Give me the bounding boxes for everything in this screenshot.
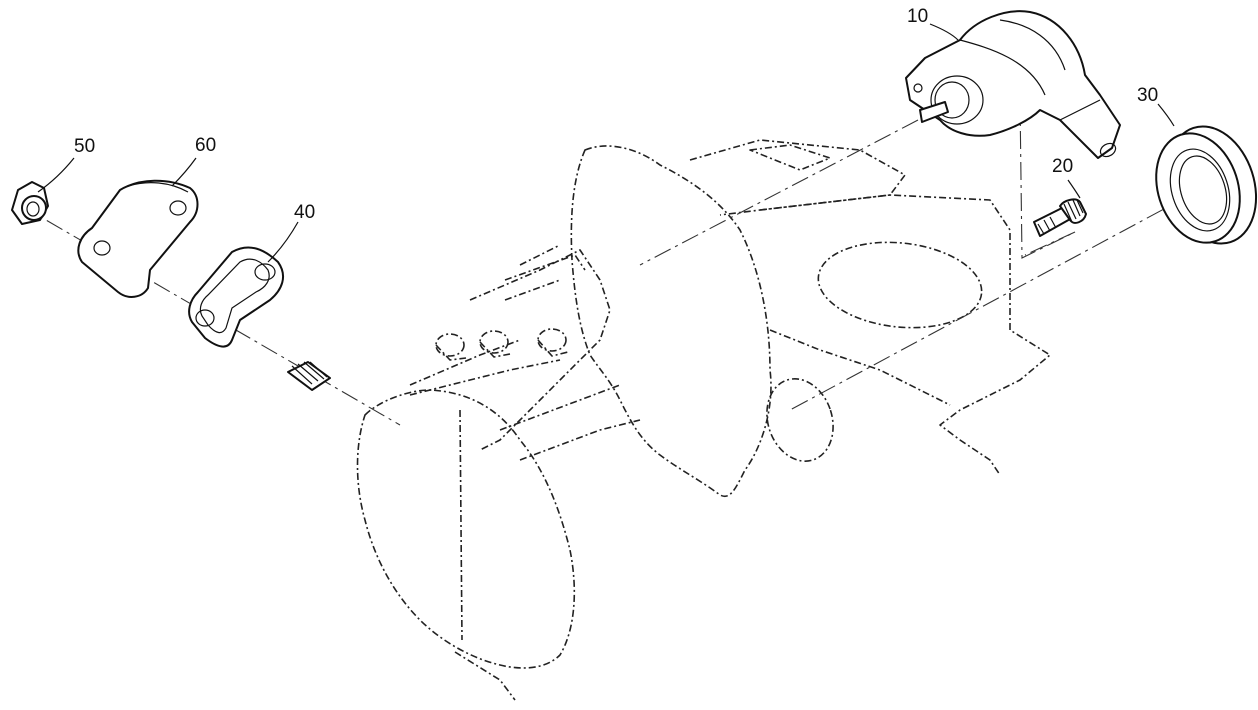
callout-10: 10 — [907, 6, 928, 27]
part-30-ring-seal — [1155, 125, 1258, 245]
callout-20: 20 — [1052, 156, 1073, 177]
callout-labels: 10 20 30 40 50 60 — [74, 6, 1158, 223]
part-10-sensor-unit — [905, 10, 1121, 159]
part-60-cover-plate — [77, 179, 199, 298]
callout-60: 60 — [195, 135, 216, 156]
part-20-knurled-screw — [1033, 198, 1087, 237]
callout-50: 50 — [74, 136, 95, 157]
housing-phantom-outline — [356, 139, 1051, 701]
callout-leaders — [37, 23, 1175, 263]
callout-30: 30 — [1137, 85, 1158, 106]
callout-40: 40 — [294, 202, 315, 223]
part-40-gasket — [188, 246, 285, 348]
part-50-bushing — [11, 181, 49, 225]
threaded-stud — [287, 361, 331, 391]
